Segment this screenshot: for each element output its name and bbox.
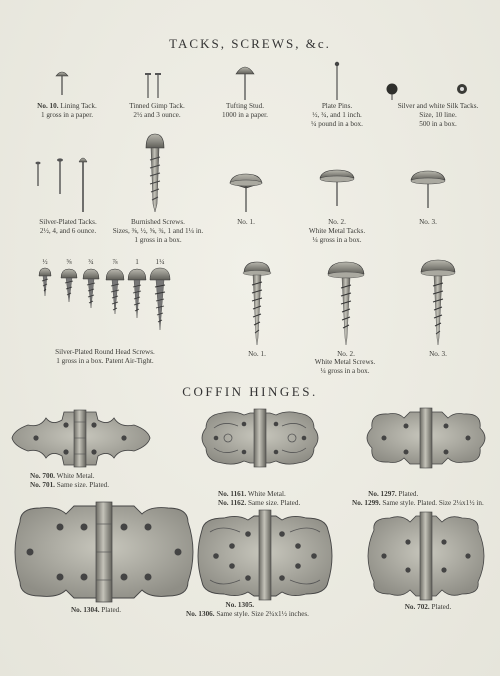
white-metal-screw-2-label: No. 2. xyxy=(337,350,355,358)
size-label-4: ⅞ xyxy=(112,258,118,266)
tufting-stud-icon xyxy=(235,66,255,100)
hinge-1297-icon xyxy=(366,407,486,469)
plate-pin-icon xyxy=(334,61,340,100)
white-metal-tack-1-label: No. 1. xyxy=(237,218,255,226)
gimp-tack-icon xyxy=(145,73,161,98)
white-metal-screw-2-icon xyxy=(327,261,365,346)
hinge-700-icon xyxy=(11,409,151,468)
burnished-screws-caption: Burnished Screws. Sizes, ⅜, ½, ⅝, ¾, 1 a… xyxy=(112,218,204,244)
size-label-2: ⅝ xyxy=(66,258,72,266)
tufting-stud-caption: Tufting Stud. 1000 in a paper. xyxy=(222,102,268,119)
hinge-1161-caption: No. 1161. White Metal. No. 1162. Same si… xyxy=(218,490,301,507)
white-metal-tack-3-label: No. 3. xyxy=(419,218,437,226)
white-metal-tack-1-icon xyxy=(229,173,263,212)
gimp-tack-caption: Tinned Gimp Tack. 2½ and 3 ounce. xyxy=(129,102,185,119)
white-metal-tack-3-icon xyxy=(410,170,446,208)
hinge-1304-icon xyxy=(14,501,194,603)
white-metal-tack-2-label: No. 2. xyxy=(328,218,346,226)
white-metal-tack-2-icon xyxy=(319,169,355,206)
white-metal-screw-3-label: No. 3. xyxy=(429,350,447,358)
hinges-title: COFFIN HINGES. xyxy=(182,384,318,399)
round-head-screws-caption: Silver-Plated Round Head Screws. 1 gross… xyxy=(55,348,155,365)
page-title: TACKS, SCREWS, &c. xyxy=(169,36,331,51)
hinge-1305-caption: No. 1305. No. 1306. Same style. Size 2¾x… xyxy=(186,601,309,618)
hinge-700-caption: No. 700. White Metal. No. 701. Same size… xyxy=(30,472,110,489)
hinge-702-caption: No. 702. Plated. xyxy=(404,603,452,611)
size-label-3: ¾ xyxy=(88,258,94,266)
lining-tack-caption: No. 10. Lining Tack. 1 gross in a paper. xyxy=(37,102,97,119)
burnished-screw-icon xyxy=(145,133,165,213)
silver-plated-tacks-icon xyxy=(35,157,88,212)
white-metal-screw-3-icon xyxy=(420,259,456,346)
white-metal-screw-1-icon xyxy=(242,261,272,346)
white-metal-screws-caption: White Metal Screws. ¼ gross in a box. xyxy=(314,358,376,375)
round-head-screws-icon xyxy=(38,267,171,331)
size-label-1: ½ xyxy=(42,258,48,266)
silk-tack-icon xyxy=(386,83,467,100)
hinge-702-icon xyxy=(367,511,485,601)
plate-pins-caption: Plate Pins. ½, ¾, and 1 inch. ¼ pound in… xyxy=(311,102,363,128)
white-metal-tacks-caption: White Metal Tacks. ¼ gross in a box. xyxy=(308,227,366,244)
lining-tack-icon xyxy=(55,71,69,95)
silver-plated-tacks-caption: Silver-Plated Tacks. 2½, 4, and 6 ounce. xyxy=(39,218,97,235)
hinge-1297-caption: No. 1297. Plated. No. 1299. Same style. … xyxy=(352,490,484,507)
hinge-1161-icon xyxy=(201,408,319,468)
white-metal-screw-1-label: No. 1. xyxy=(248,350,266,358)
size-label-6: 1¼ xyxy=(155,258,165,266)
size-label-5: 1 xyxy=(135,258,139,266)
hinge-1304-caption: No. 1304. Plated. xyxy=(70,606,122,614)
hinge-1305-icon xyxy=(197,509,333,601)
silk-tacks-caption: Silver and white Silk Tacks. Size, 10 li… xyxy=(397,102,479,128)
